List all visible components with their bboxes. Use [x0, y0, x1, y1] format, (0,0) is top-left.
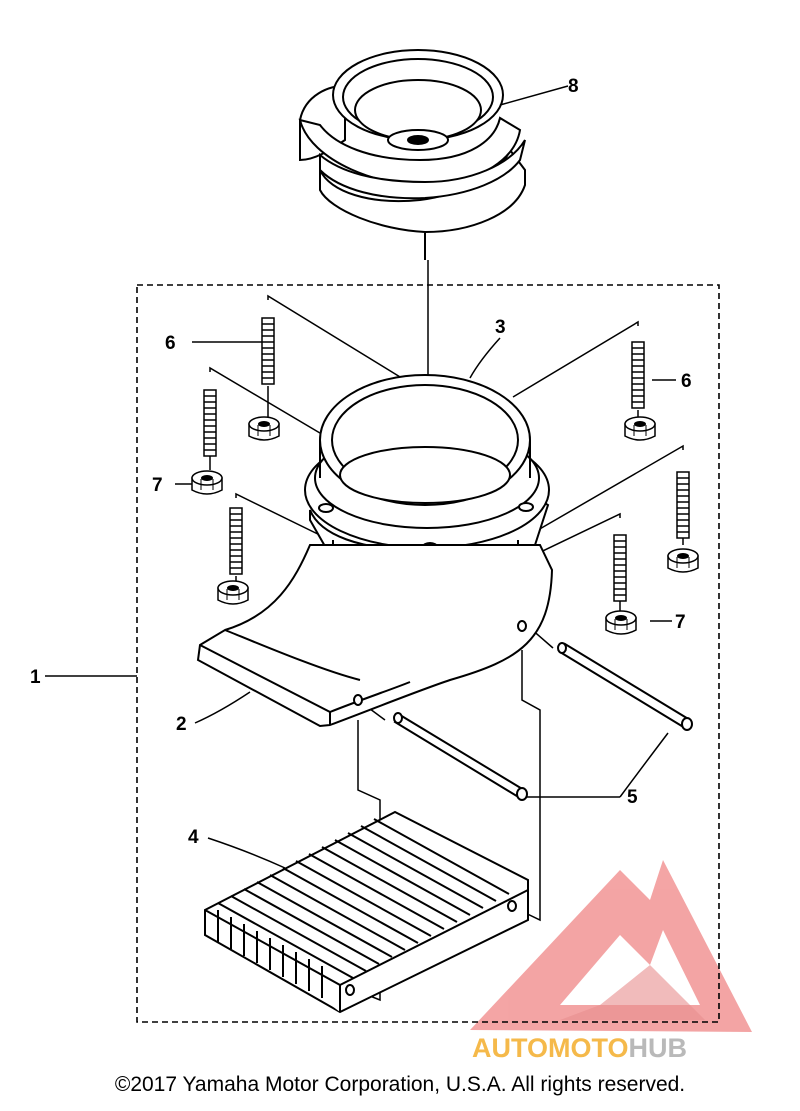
copyright-notice: ©2017 Yamaha Motor Corporation, U.S.A. A…	[114, 1073, 686, 1096]
watermark-text: AUTOMOTOHUB	[472, 1033, 687, 1063]
part-4-grille	[204, 810, 529, 1014]
watermark-logo-icon	[470, 860, 752, 1032]
callout-8: 8	[568, 76, 579, 97]
callout-2: 2	[176, 714, 187, 735]
callout-7-right: 7	[675, 612, 686, 633]
callout-5: 5	[627, 787, 638, 808]
callout-6-left: 6	[165, 333, 176, 354]
callout-7-left: 7	[152, 475, 163, 496]
part-3-flange	[304, 374, 550, 565]
callout-1: 1	[30, 667, 41, 688]
part-5-pins	[393, 642, 693, 801]
part-2-housing	[196, 544, 554, 728]
callout-6-right: 6	[681, 371, 692, 392]
part-8-duct-boot	[298, 49, 526, 260]
callout-3: 3	[495, 317, 506, 338]
callout-4: 4	[188, 827, 199, 848]
